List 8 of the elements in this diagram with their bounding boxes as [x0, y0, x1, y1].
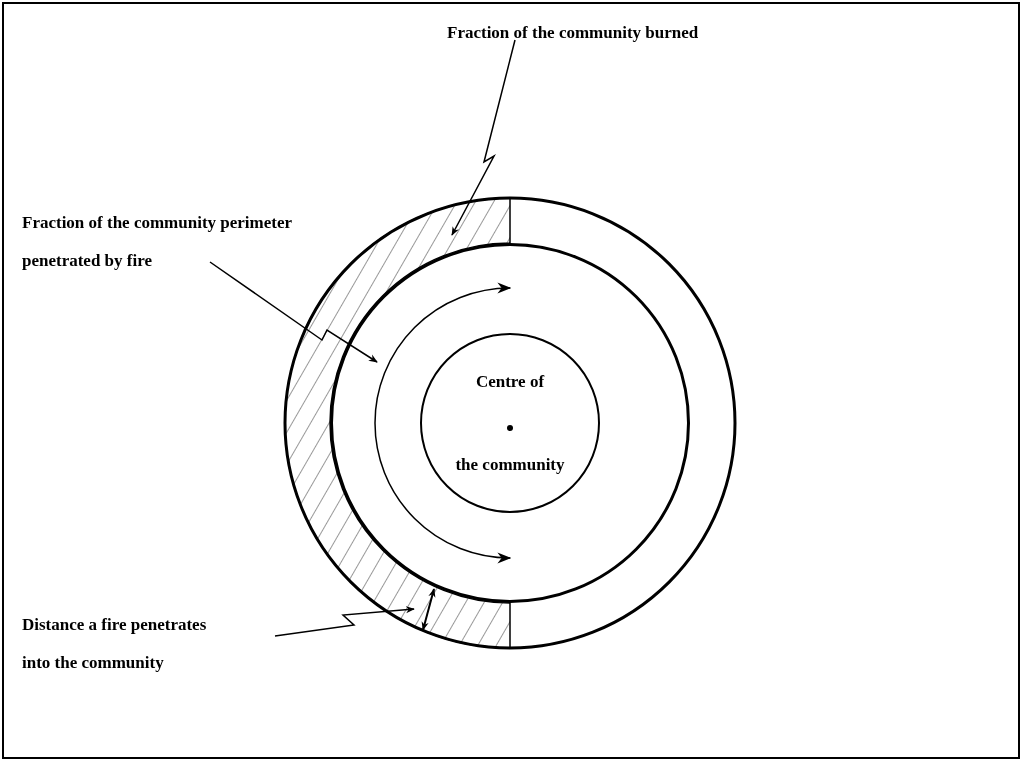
- leader-line: [209, 261, 378, 363]
- callout-text: Fraction of the community perimeter penetrated by fire: [22, 213, 292, 270]
- leader-line: [274, 606, 415, 637]
- callout-text: Distance a fire penetrates into the community: [22, 615, 207, 672]
- centre-label: Centre of: [475, 371, 545, 393]
- leader-line: [451, 39, 516, 236]
- centre-label: the community: [455, 453, 565, 476]
- callout-text: Fraction of the community burned: [447, 23, 699, 42]
